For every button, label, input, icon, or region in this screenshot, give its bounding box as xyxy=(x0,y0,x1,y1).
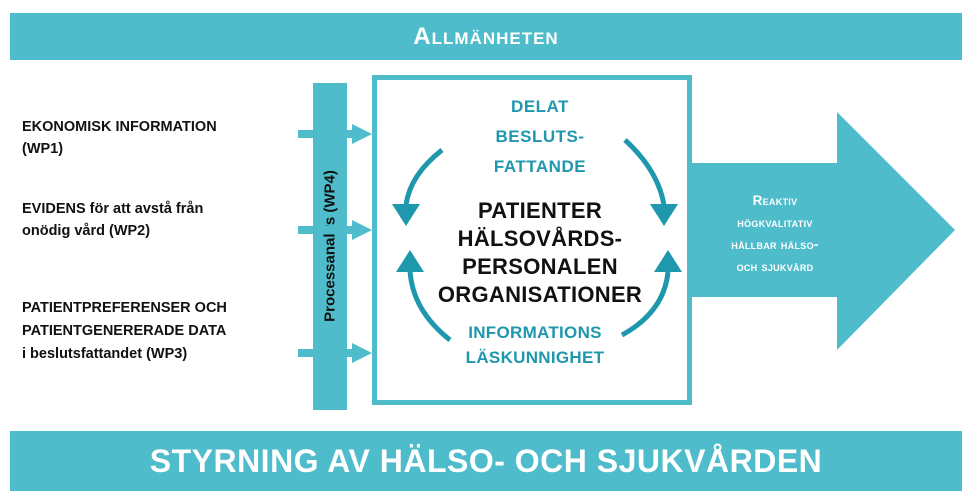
input-arrow-wp2 xyxy=(298,220,372,240)
top-band-allmanheten: Allmänheten xyxy=(10,13,962,60)
cycle-arc-bottom-left xyxy=(407,269,452,342)
literacy-line-2: LÄSKUNNIGHET xyxy=(465,348,605,367)
center-box xyxy=(372,75,692,405)
actors-line-3: PERSONALEN xyxy=(462,254,618,279)
outcome-text: Reaktiv högkvalitativ hållbar hälso- och… xyxy=(700,190,850,278)
input-label-wp2: EVIDENS för att avstå från onödig vård (… xyxy=(22,201,204,239)
shared-decision-line-1: DELAT xyxy=(511,97,569,116)
input-arrow-wp1 xyxy=(298,124,372,144)
actors-line-1: PATIENTER xyxy=(477,198,603,223)
input-label-wp3: PATIENTPREFERENSER OCH PATIENTGENERERADE… xyxy=(22,300,227,362)
cycle-arrowhead-top-right xyxy=(650,204,678,226)
actors-line-2: HÄLSOVÅRDS- xyxy=(457,226,623,251)
outcome-line-1: Reaktiv xyxy=(752,193,798,208)
cycle-arrowhead-bottom-right xyxy=(654,250,682,272)
outcome-line-4: och sjukvård xyxy=(736,259,814,274)
cycle-arrowhead-top-left xyxy=(392,204,420,226)
shared-decision-line-2: BESLUTS- xyxy=(495,127,585,146)
outcome-line-2: högkvalitativ xyxy=(737,215,813,230)
input-label-wp1: EKONOMISK INFORMATION (WP1) xyxy=(22,119,217,157)
bottom-band-label: STYRNING AV HÄLSO- OCH SJUKVÅRDEN xyxy=(149,442,823,479)
literacy-line-1: INFORMATIONS xyxy=(468,323,602,342)
cycle-arc-top-left xyxy=(403,148,444,206)
information-literacy-text: INFORMATIONS LÄSKUNNIGHET xyxy=(430,320,640,370)
shared-decision-text: DELAT BESLUTS- FATTANDE xyxy=(440,92,640,182)
input-arrow-wp3 xyxy=(298,343,372,363)
bottom-band-governance: STYRNING AV HÄLSO- OCH SJUKVÅRDEN xyxy=(10,431,962,491)
actors-line-4: ORGANISATIONER xyxy=(437,282,643,307)
cycle-arc-bottom-right xyxy=(620,271,671,338)
outcome-line-3: hållbar hälso- xyxy=(731,237,819,252)
cycle-arc-top-right xyxy=(623,138,667,206)
shared-decision-line-3: FATTANDE xyxy=(493,157,587,176)
cycle-arrowhead-bottom-left xyxy=(396,250,424,272)
top-band-label: Allmänheten xyxy=(413,22,559,50)
actors-text: PATIENTER HÄLSOVÅRDS- PERSONALEN ORGANIS… xyxy=(410,197,670,309)
